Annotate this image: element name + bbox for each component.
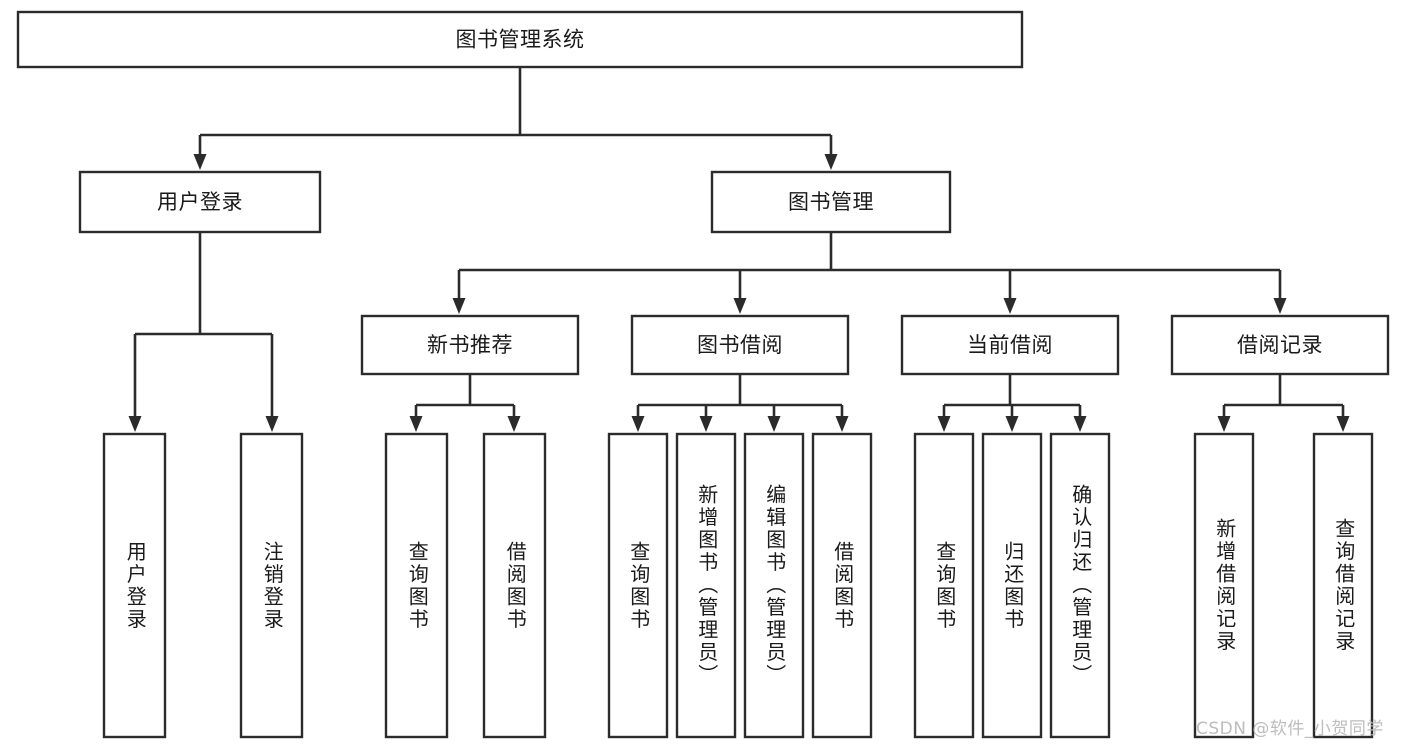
connector-layer <box>128 67 1350 432</box>
leaf-leaf-query-book-2-box[interactable] <box>607 432 669 739</box>
node-book-borrow-box[interactable] <box>630 314 850 376</box>
arrow-head-log-drop-2 <box>1336 416 1350 432</box>
arrow-head-rec-drop-1 <box>409 416 423 432</box>
leaf-leaf-add-book-box[interactable] <box>675 432 737 739</box>
node-user-login-label: 用户登录 <box>157 190 243 214</box>
node-current-borrow-label: 当前借阅 <box>967 333 1053 357</box>
node-new-book-rec-box[interactable] <box>360 314 580 376</box>
node-user-login-box[interactable] <box>78 170 322 234</box>
arrow-head-borrow-drop-3 <box>767 416 781 432</box>
arrow-head-root-drop-right <box>824 154 838 170</box>
node-book-manage-box[interactable] <box>710 170 952 234</box>
node-current-borrow-box[interactable] <box>900 314 1120 376</box>
leaf-leaf-user-logout-box[interactable] <box>239 432 304 739</box>
node-root-label: 图书管理系统 <box>456 28 585 52</box>
leaf-leaf-confirm-return-box[interactable] <box>1049 432 1111 739</box>
leaf-leaf-edit-book-box[interactable] <box>743 432 805 739</box>
node-book-borrow-label: 图书借阅 <box>697 333 783 357</box>
leaf-leaf-query-book-1-box[interactable] <box>384 432 449 739</box>
arrow-head-cur-drop-2 <box>1005 416 1019 432</box>
leaf-leaf-query-record-box[interactable] <box>1312 432 1374 739</box>
arrow-head-login-drop-1 <box>128 416 142 432</box>
arrow-head-rec-drop-2 <box>507 416 521 432</box>
arrow-head-log-drop-1 <box>1217 416 1231 432</box>
node-book-manage-label: 图书管理 <box>788 190 874 214</box>
leaf-leaf-query-book-3-box[interactable] <box>913 432 975 739</box>
leaf-leaf-borrow-book-1-box[interactable] <box>482 432 547 739</box>
arrow-head-manage-drop-2 <box>733 298 747 314</box>
box-layer <box>16 10 1390 739</box>
arrow-head-manage-drop-1 <box>452 298 466 314</box>
node-new-book-rec-label: 新书推荐 <box>427 333 513 357</box>
node-borrow-record-box[interactable] <box>1170 314 1390 376</box>
arrow-head-login-drop-2 <box>265 416 279 432</box>
leaf-leaf-add-record-box[interactable] <box>1193 432 1255 739</box>
arrow-head-borrow-drop-2 <box>699 416 713 432</box>
arrow-head-manage-drop-3 <box>1003 298 1017 314</box>
node-borrow-record-label: 借阅记录 <box>1237 333 1323 357</box>
leaf-leaf-user-login-box[interactable] <box>102 432 167 739</box>
leaf-leaf-return-book-box[interactable] <box>981 432 1043 739</box>
csdn-watermark: CSDN @软件_小贺同学 <box>1196 719 1384 739</box>
arrow-head-cur-drop-3 <box>1073 416 1087 432</box>
arrow-head-manage-drop-4 <box>1273 298 1287 314</box>
node-root-box[interactable] <box>16 10 1024 69</box>
arrow-head-cur-drop-1 <box>937 416 951 432</box>
leaf-leaf-borrow-book-2-box[interactable] <box>811 432 873 739</box>
arrow-head-root-drop-left <box>193 154 207 170</box>
arrow-head-borrow-drop-1 <box>631 416 645 432</box>
arrow-head-borrow-drop-4 <box>835 416 849 432</box>
